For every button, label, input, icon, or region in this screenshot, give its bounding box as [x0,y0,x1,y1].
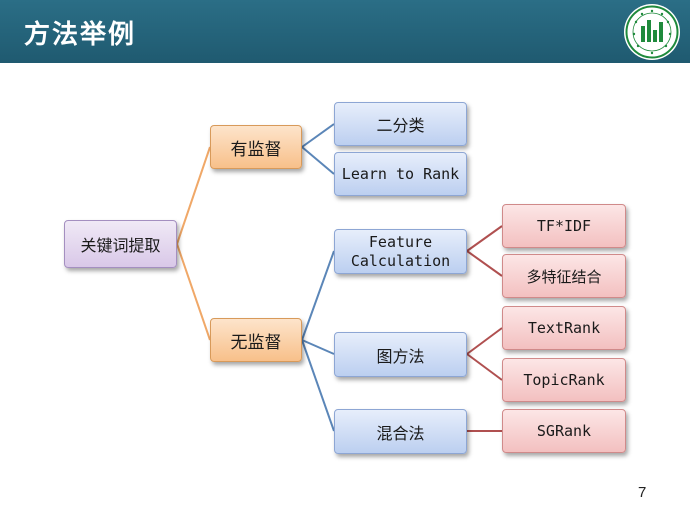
connector-supervised-binary [301,123,335,148]
node-binary-classification: 二分类 [334,102,467,146]
connector-unsupervised-feature [301,250,335,341]
connector-root-unsupervised [176,243,211,341]
node-topicrank: TopicRank [502,358,626,402]
connector-feature-tfidf [466,225,503,252]
connector-unsupervised-graph [301,339,335,355]
node-tfidf: TF*IDF [502,204,626,248]
node-label: Feature Calculation [350,232,451,270]
title-bar: 方法举例 [0,0,690,63]
node-supervised: 有监督 [210,125,302,169]
node-sgrank: SGRank [502,409,626,453]
node-multi-feature: 多特征结合 [502,254,626,298]
connector-feature-multi [466,250,503,277]
connector-root-supervised [176,146,211,245]
node-textrank: TextRank [502,306,626,350]
node-label: TextRank [527,319,601,337]
node-learn-to-rank: Learn to Rank [334,152,467,196]
node-label: 图方法 [376,346,425,366]
page-number: 7 [638,484,647,501]
node-label: 无监督 [230,332,282,353]
node-label: Learn to Rank [341,164,460,183]
node-unsupervised: 无监督 [210,318,302,362]
connector-graph-textrank [466,327,503,355]
connector-unsupervised-hybrid [301,339,335,432]
node-label: 二分类 [376,116,425,135]
node-keyword-extraction: 关键词提取 [64,220,177,268]
node-label: SGRank [536,422,592,440]
node-label: TopicRank [523,371,605,389]
node-hybrid-method: 混合法 [334,409,467,454]
node-label: 关键词提取 [80,236,161,255]
forest-logo-icon [624,4,680,60]
connector-graph-topicrank [466,353,503,381]
node-label: TF*IDF [536,217,592,235]
node-label: 多特征结合 [526,267,602,286]
connector-supervised-ltr [301,146,335,175]
slide-title: 方法举例 [24,20,137,50]
node-label: 有监督 [230,139,282,160]
node-feature-calculation: Feature Calculation [334,229,467,274]
node-label: 混合法 [376,423,425,443]
node-graph-method: 图方法 [334,332,467,377]
